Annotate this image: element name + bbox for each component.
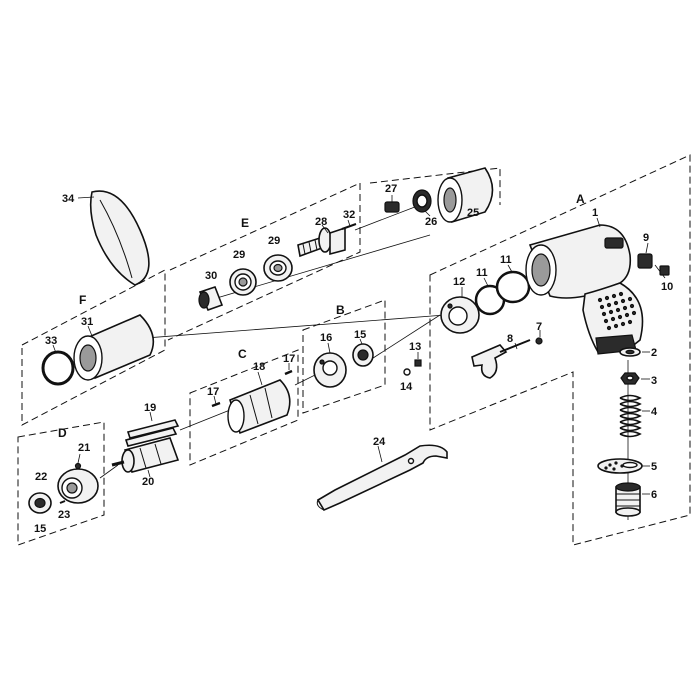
label-part-19: 19 xyxy=(144,402,156,414)
part-32-pin xyxy=(341,219,357,230)
leader-lines xyxy=(99,204,666,520)
part-33-ring xyxy=(41,344,75,386)
label-part-18: 18 xyxy=(253,361,265,373)
boundary-f xyxy=(21,269,166,426)
label-part-17b: 17 xyxy=(283,353,295,365)
part-15-bearing-d xyxy=(28,492,52,514)
part-21-pin xyxy=(74,453,82,470)
part-labels: 1 2 3 4 5 6 7 8 9 10 11 11 12 13 14 15 1… xyxy=(34,183,673,535)
part-28-spindle xyxy=(297,224,346,258)
group-label-f: F xyxy=(79,293,86,307)
group-label-c: C xyxy=(238,347,247,361)
label-part-20: 20 xyxy=(142,476,154,488)
label-part-25: 25 xyxy=(467,207,479,219)
label-part-22: 22 xyxy=(35,471,47,483)
label-part-29b: 29 xyxy=(268,235,280,247)
part-11-oring-b xyxy=(495,264,531,304)
part-19-vanes xyxy=(124,411,180,447)
boundary-b xyxy=(302,299,386,414)
part-18-cylinder xyxy=(227,371,291,435)
part-1-main-housing xyxy=(525,217,644,355)
part-34-rubber-boot xyxy=(77,190,150,286)
label-part-13: 13 xyxy=(409,341,421,353)
boundary-c xyxy=(189,349,299,466)
label-part-30: 30 xyxy=(205,270,217,282)
label-part-3: 3 xyxy=(651,375,657,387)
part-16-cylinder-plate xyxy=(313,342,347,388)
label-part-14: 14 xyxy=(400,381,413,393)
part-17-pin-a xyxy=(211,395,221,408)
part-29-bearing-b xyxy=(229,268,257,296)
boundary-top-right xyxy=(369,167,501,205)
label-part-10: 10 xyxy=(661,281,673,293)
part-22-rear-plate xyxy=(57,468,99,504)
label-part-33: 33 xyxy=(45,335,57,347)
label-part-12: 12 xyxy=(453,276,465,288)
label-part-27: 27 xyxy=(385,183,397,195)
part-30-spacer xyxy=(198,286,224,312)
part-25-housing xyxy=(437,167,494,224)
part-6-inlet-bushing xyxy=(615,482,650,517)
label-part-31: 31 xyxy=(81,316,93,328)
label-part-15-d: 15 xyxy=(34,523,46,535)
label-part-32: 32 xyxy=(343,209,355,221)
label-part-26: 26 xyxy=(425,216,437,228)
label-part-34: 34 xyxy=(62,193,75,205)
label-part-21: 21 xyxy=(78,442,90,454)
group-labels: A B C D E F xyxy=(58,192,585,440)
group-label-a: A xyxy=(576,192,585,206)
label-part-29a: 29 xyxy=(233,249,245,261)
grip-dots xyxy=(597,291,637,331)
boundary-a xyxy=(429,154,691,546)
label-part-8: 8 xyxy=(507,333,513,345)
label-part-2: 2 xyxy=(651,347,657,359)
part-5-muffler-plate xyxy=(597,458,650,474)
label-part-1: 1 xyxy=(592,207,598,219)
part-3-nut xyxy=(620,372,650,385)
label-part-9: 9 xyxy=(643,232,649,244)
part-23-pin xyxy=(59,500,66,504)
group-label-b: B xyxy=(336,303,345,317)
part-29-bearing-a xyxy=(263,254,293,282)
part-14-ball xyxy=(403,368,411,376)
label-part-6: 6 xyxy=(651,489,657,501)
part-10-screw xyxy=(659,265,670,276)
part-13-valve xyxy=(414,352,422,367)
part-20-rotor xyxy=(111,437,180,478)
group-label-e: E xyxy=(241,216,249,230)
label-part-11b: 11 xyxy=(500,254,512,266)
label-part-24: 24 xyxy=(373,436,386,448)
part-4-spring xyxy=(619,394,650,438)
part-9-regulator-knob xyxy=(637,242,653,269)
label-part-5: 5 xyxy=(651,461,657,473)
label-part-15-b: 15 xyxy=(354,329,366,341)
label-part-17a: 17 xyxy=(207,386,219,398)
part-12-front-plate xyxy=(440,287,480,334)
label-part-23: 23 xyxy=(58,509,70,521)
part-26-needle-bearing xyxy=(412,189,432,217)
part-31-front-housing xyxy=(73,314,155,381)
part-15-bearing-b xyxy=(352,338,374,367)
label-part-16: 16 xyxy=(320,332,332,344)
label-part-11a: 11 xyxy=(476,267,488,279)
part-27-roller xyxy=(384,195,400,213)
part-7-screw xyxy=(535,330,543,345)
label-part-7: 7 xyxy=(536,321,542,333)
group-boundaries xyxy=(17,154,691,546)
part-2-washer xyxy=(619,347,650,357)
group-label-d: D xyxy=(58,426,67,440)
part-24-wrench xyxy=(316,444,448,512)
boundary-e xyxy=(167,182,361,341)
part-8-trigger xyxy=(471,339,531,379)
label-part-4: 4 xyxy=(651,406,658,418)
boundary-d xyxy=(17,421,105,546)
part-17-pin-b xyxy=(284,363,293,376)
label-part-28: 28 xyxy=(315,216,327,228)
